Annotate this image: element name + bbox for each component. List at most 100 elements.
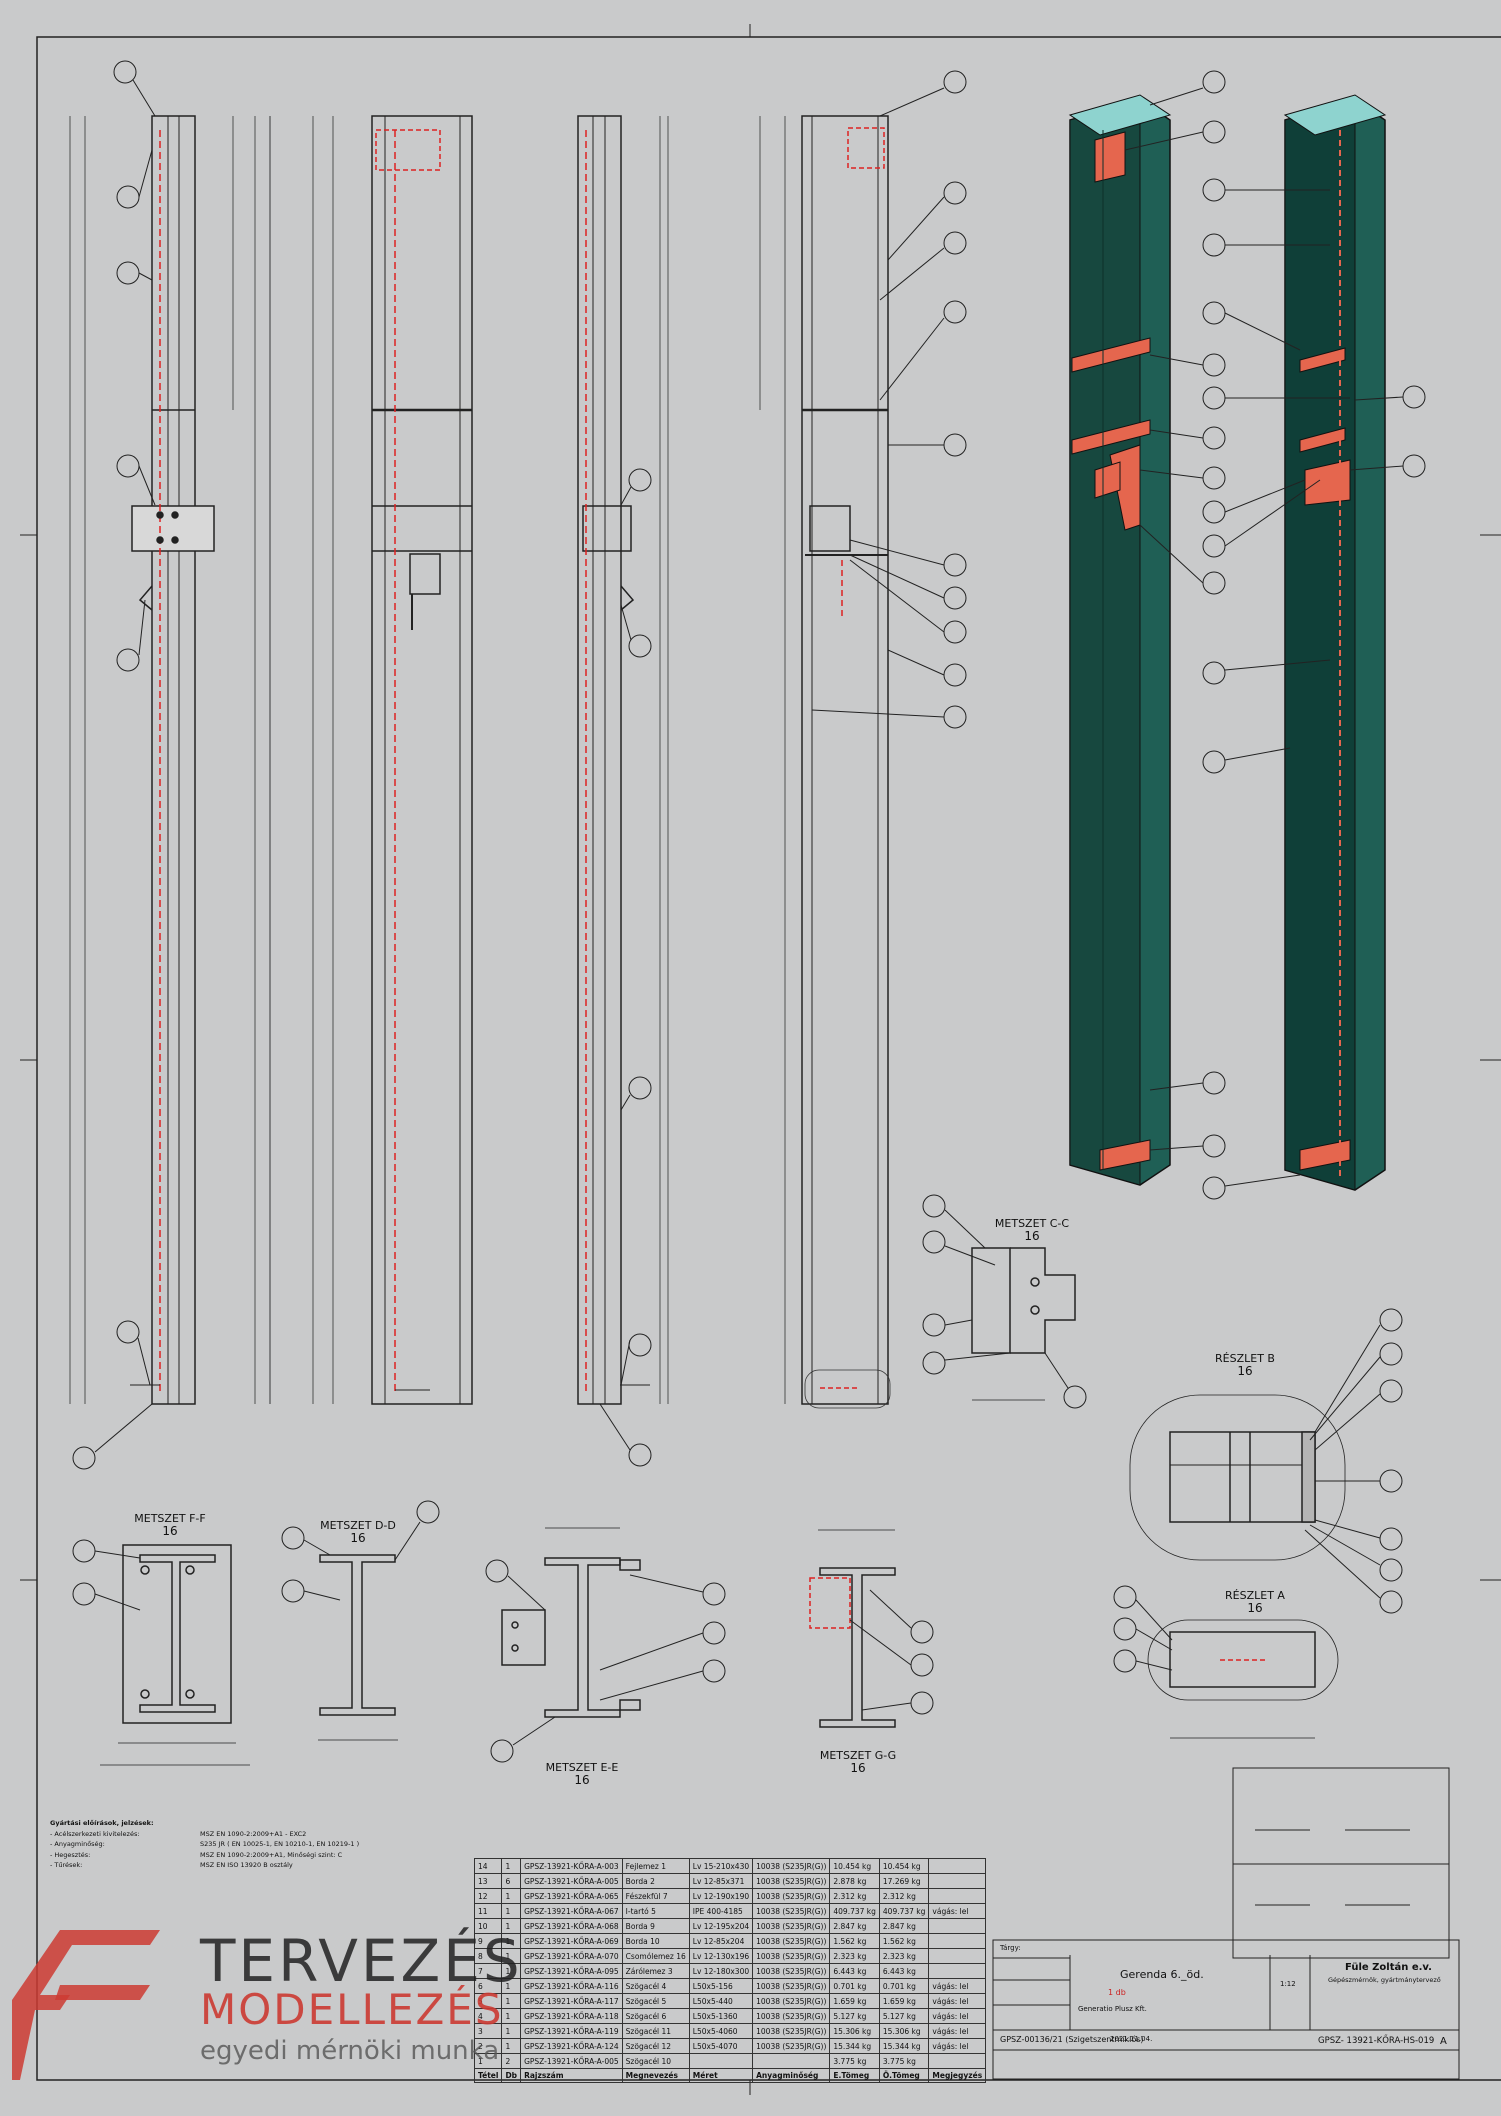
bom-cell: Megjegyzés [928,2068,987,2083]
bom-cell: GPSZ-13921-KŐRA-A-116 [520,1978,623,1994]
bom-cell [928,1933,987,1949]
bom-cell: 10038 (S235JR(G)) [752,1903,831,1919]
bom-cell: 10038 (S235JR(G)) [752,2008,831,2024]
bom-cell: 0.701 kg [878,1978,930,1994]
bom-cell: 1 [501,2023,522,2039]
bom-cell: 10038 (S235JR(G)) [752,1993,831,2009]
iso-view-2 [1283,94,1387,1191]
bom-cell: GPSZ-13921-KŐRA-A-067 [520,1903,623,1919]
bom-cell: 15.306 kg [829,2023,880,2039]
section-cc-drawing [971,1247,1076,1401]
quantity: 1 db [1108,1988,1126,1997]
bom-cell: L50x5-4070 [688,2038,754,2054]
bom-cell: 6.443 kg [878,1963,930,1979]
bom-cell: 14 [473,1858,503,1874]
bom-cell: Tétel [473,2068,503,2083]
bom-cell: 2 [501,2053,522,2069]
bom-cell: GPSZ-13921-KŐRA-A-005 [520,2053,623,2069]
subject-text: Gerenda 6._öd. [1120,1968,1204,1981]
bom-cell: 409.737 kg [878,1903,930,1919]
bom-cell: 3.775 kg [829,2053,880,2069]
bom-cell: 1 [501,1888,522,1904]
bom-cell: 5.127 kg [878,2008,930,2024]
bom-cell: vágás: lel [928,1978,987,1994]
bom-cell: 13 [473,1873,503,1889]
bom-cell: Rajzszám [520,2068,623,2083]
logo-line1: TERVEZÉS [200,1927,523,1995]
bom-cell [928,1873,987,1889]
bom-cell: 2.312 kg [829,1888,880,1904]
project: GPSZ-00136/21 (Szigetszentmiklós) [1000,2035,1144,2044]
bom-cell: Méret [688,2068,754,2083]
bom-cell: Ö.Tömeg [878,2068,930,2083]
bom-cell: 1.659 kg [878,1993,930,2009]
bom-cell: 10038 (S235JR(G)) [752,2038,831,2054]
bom-cell: vágás: lel [928,2023,987,2039]
bom-cell: Szögacél 5 [621,1993,690,2009]
bom-cell: GPSZ-13921-KŐRA-A-065 [520,1888,623,1904]
bom-cell: Lv 12-85x204 [688,1933,754,1949]
bom-cell: 1 [501,2008,522,2024]
bom-cell: 15.344 kg [878,2038,930,2054]
bom-cell [752,2053,831,2069]
bom-cell: Zárólemez 3 [621,1963,690,1979]
bom-cell: Szögacél 12 [621,2038,690,2054]
bom-cell: 5.127 kg [829,2008,880,2024]
column-view-side [371,115,473,1405]
bom-cell: 15.344 kg [829,2038,880,2054]
sheet-size: A [1440,2036,1447,2047]
bom-cell: 10038 (S235JR(G)) [752,1888,831,1904]
scale: 1:12 [1280,1980,1296,1988]
section-ff-drawing [100,1544,250,1766]
column-view-back [577,115,650,1405]
bom-cell: Borda 10 [621,1933,690,1949]
bom-cell: GPSZ-13921-KŐRA-A-117 [520,1993,623,2009]
bom-cell: 10038 (S235JR(G)) [752,1873,831,1889]
section-gg-drawing [809,1529,896,1728]
bom-cell: 1 [501,1858,522,1874]
bom-cell: 11 [473,1903,503,1919]
bom-cell: I-tartó 5 [621,1903,690,1919]
bom-cell: Fészekfül 7 [621,1888,690,1904]
bom-cell: 6 [501,1873,522,1889]
bom-cell: 1 [501,1993,522,2009]
bom-cell [928,1918,987,1934]
bom-cell: Lv 12-85x371 [688,1873,754,1889]
section-dd-drawing [318,1554,398,1741]
bom-cell: GPSZ-13921-KŐRA-A-118 [520,2008,623,2024]
bom-cell: 10038 (S235JR(G)) [752,2023,831,2039]
bom-cell: Lv 12-195x204 [688,1918,754,1934]
bom-cell: Szögacél 10 [621,2053,690,2069]
bom-cell: L50x5-4060 [688,2023,754,2039]
bom-cell: GPSZ-13921-KŐRA-A-069 [520,1933,623,1949]
bom-cell: GPSZ-13921-KŐRA-A-119 [520,2023,623,2039]
designer-name: Füle Zoltán e.v. [1345,1962,1432,1973]
bom-cell: vágás: lel [928,2008,987,2024]
bom-cell: 10.454 kg [878,1858,930,1874]
bom-cell: Szögacél 4 [621,1978,690,1994]
bom-cell: IPE 400-4185 [688,1903,754,1919]
notes-title: Gyártási előírások, jelzések: [50,1819,154,1827]
bom-cell: GPSZ-13921-KŐRA-A-003 [520,1858,623,1874]
bom-cell: Szögacél 6 [621,2008,690,2024]
detail-b-drawing [1129,1394,1346,1561]
manufacturing-notes: Gyártási előírások, jelzések: - Acélszer… [50,1818,470,1871]
bom-cell: 1.562 kg [829,1933,880,1949]
column-view-section [801,115,891,1409]
bom-cell: 1.659 kg [829,1993,880,2009]
bom-cell: 0.701 kg [829,1978,880,1994]
bom-cell: 1 [473,2053,503,2069]
bom-cell [928,1963,987,1979]
bom-cell: Db [501,2068,522,2083]
bom-cell: L50x5-440 [688,1993,754,2009]
bom-cell: GPSZ-13921-KŐRA-A-095 [520,1963,623,1979]
bom-cell: 12 [473,1888,503,1904]
